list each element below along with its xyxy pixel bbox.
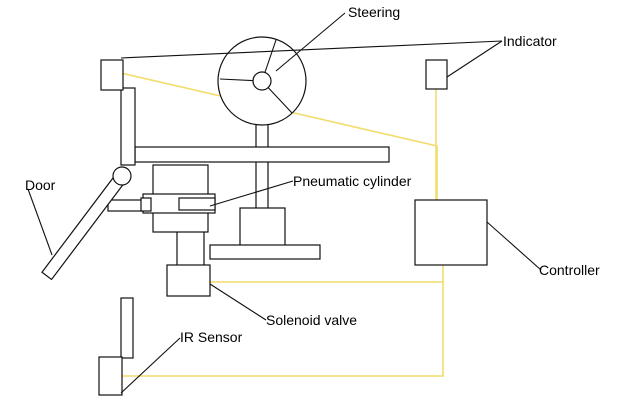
pneumatic-cylinder-rod xyxy=(178,197,216,211)
door-assembly xyxy=(41,166,132,281)
horizontal-beam xyxy=(134,146,390,163)
wire-ir-sensor-to-controller xyxy=(121,282,444,377)
cylinder-upper-block xyxy=(152,164,209,196)
frame xyxy=(100,59,390,212)
wire-solenoid-to-controller xyxy=(210,265,444,283)
steering-label: Steering xyxy=(348,4,400,20)
indicator-label: Indicator xyxy=(503,33,557,49)
pneumatic-cylinder-cap xyxy=(140,197,152,212)
door-hinge xyxy=(112,166,132,186)
ir-sensor-assembly xyxy=(98,297,134,396)
steering-assembly xyxy=(209,36,321,260)
door-switch-box xyxy=(100,59,124,91)
vertical-door-post xyxy=(120,87,136,166)
indicator-leader-to-lamp xyxy=(446,40,503,78)
ir-sensor-leader xyxy=(120,337,181,394)
labels: Steering Indicator Door Pneumatic cylind… xyxy=(25,4,600,345)
solenoid-valve-leader xyxy=(209,283,267,321)
steering-leader xyxy=(275,12,346,72)
controller-leader xyxy=(486,221,542,271)
solenoid-valve xyxy=(166,264,211,297)
ir-sensor-label: IR Sensor xyxy=(180,329,243,345)
door-label: Door xyxy=(25,177,56,193)
leader-lines xyxy=(27,12,542,394)
pneumatic-cylinder-assembly xyxy=(140,164,216,297)
ir-sensor xyxy=(98,356,123,396)
steering-base-block xyxy=(239,207,286,247)
solenoid-valve-label: Solenoid valve xyxy=(266,312,357,328)
door-leader xyxy=(27,188,53,256)
pneumatic-cylinder-label: Pneumatic cylinder xyxy=(293,173,412,189)
steering-hub xyxy=(252,71,272,91)
steering-base-plate xyxy=(209,244,321,260)
pneumatic-cylinder-leader xyxy=(209,180,294,207)
controller-label: Controller xyxy=(539,262,600,278)
controller-box xyxy=(414,199,488,266)
ir-sensor-post xyxy=(120,297,134,359)
indicator-lamp xyxy=(425,59,448,90)
indicator-leader-to-switch xyxy=(120,40,503,59)
